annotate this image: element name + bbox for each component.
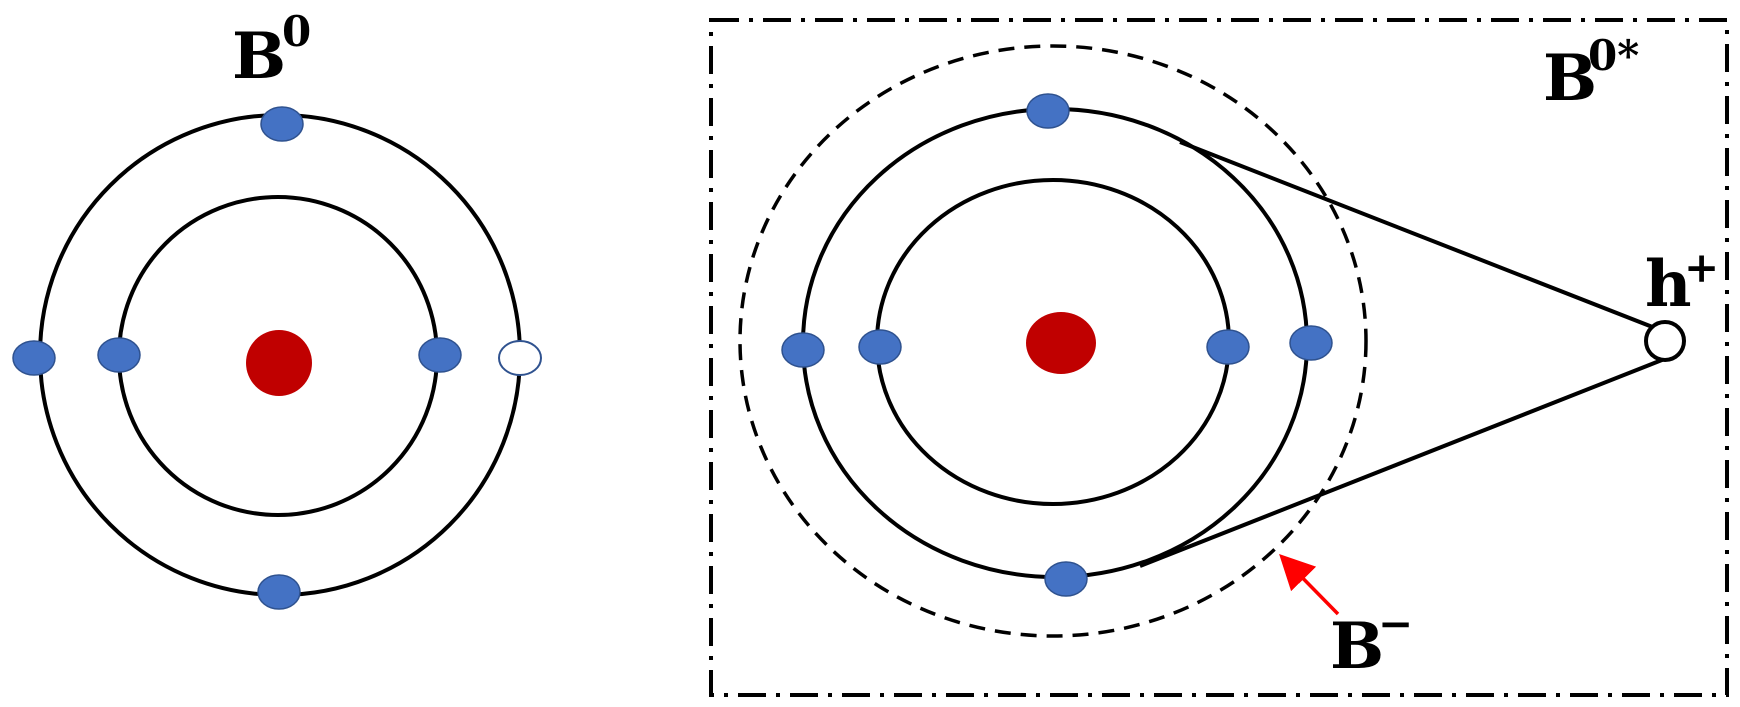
left-atom-label: B (232, 19, 286, 94)
hole-label: h (1645, 247, 1692, 322)
right-electron-inner-left (858, 329, 902, 365)
binding-line-upper (1179, 140, 1656, 330)
right-electron-outer-left (781, 332, 825, 368)
ion-dashed-boundary (738, 44, 1368, 638)
right-dashdot-box (709, 18, 1729, 697)
left-electron-inner-right (418, 337, 462, 373)
right-electron-inner-right (1206, 329, 1250, 365)
right-electron-outer-bottom (1044, 561, 1088, 597)
ion-label-sup: − (1378, 599, 1413, 648)
left-atom-label-sup: 0 (282, 7, 311, 56)
box-label-sup: 0* (1588, 31, 1639, 80)
binding-line-lower (1139, 356, 1668, 568)
left-electron-outer-left (12, 340, 56, 376)
hole-label-sup: + (1684, 243, 1719, 292)
ion-label: B (1330, 609, 1384, 684)
left-atom: B 0 (12, 7, 542, 610)
left-electron-inner-left (97, 337, 141, 373)
box-label: B (1543, 41, 1597, 116)
left-electron-outer-bottom (257, 574, 301, 610)
right-electron-outer-right (1289, 325, 1333, 361)
hole (1644, 320, 1686, 362)
right-nucleus (1026, 312, 1096, 374)
right-panel: h + B 0* B − (709, 18, 1729, 697)
left-nucleus (246, 330, 312, 396)
right-electron-outer-top (1026, 93, 1070, 129)
ion-pointer-arrow (1279, 554, 1340, 616)
left-vacancy (498, 340, 542, 376)
left-electron-outer-top (260, 106, 304, 142)
